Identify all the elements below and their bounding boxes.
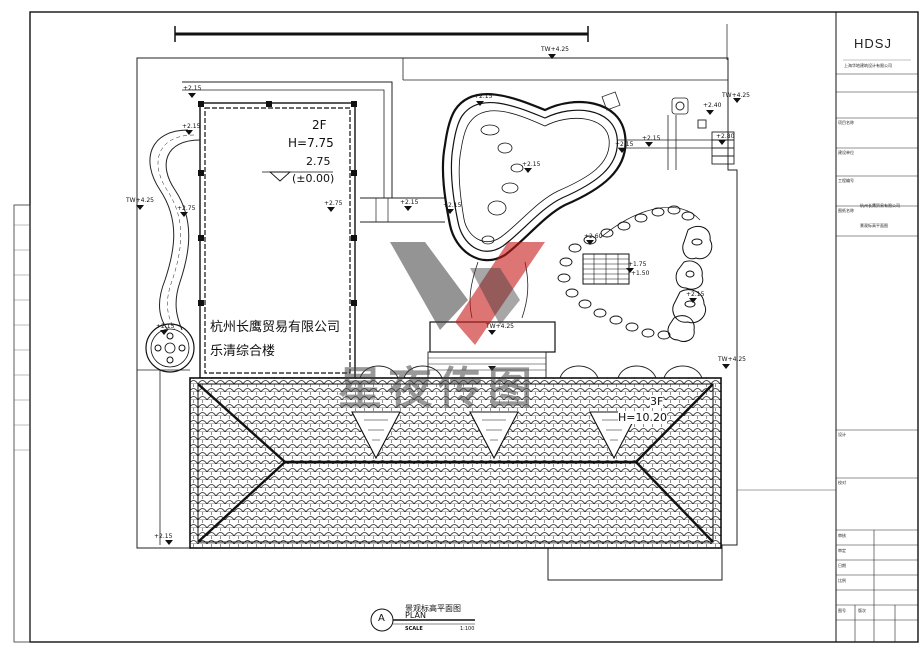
label-2f-height: H=7.75	[288, 136, 334, 150]
spot-level: +2.60	[584, 233, 603, 240]
spot-level: +2.40	[703, 102, 722, 109]
spot-level: TW+4.25	[126, 197, 154, 204]
tb-field: 设计	[838, 432, 846, 437]
roof-ridges	[197, 383, 714, 543]
binding-strip	[13, 204, 31, 643]
tb-field: 校对	[838, 480, 846, 485]
watermark-text: 星夜传图	[338, 363, 538, 414]
title-block-drawing-name: 景观标高平面图	[860, 223, 888, 228]
spot-level: TW+4.25	[718, 356, 746, 363]
spot-level: +1.75	[628, 261, 647, 268]
spot-level: +2.15	[474, 93, 493, 100]
company-name: 上海华地建筑设计有限公司	[844, 63, 892, 68]
spot-level: +1.50	[631, 270, 650, 277]
pond-stepping-stones	[480, 124, 524, 245]
tb-field: 建设单位	[838, 150, 854, 155]
binding-strip-ticks	[14, 224, 30, 451]
label-3f-floor: 3F	[650, 395, 664, 408]
label-3f-height: H=10.20	[618, 411, 667, 424]
spot-level: +2.15	[642, 135, 661, 142]
building-name: 杭州长鹰贸易有限公司	[210, 320, 341, 335]
label-level-value: 2.75	[306, 155, 331, 168]
building-subname: 乐清综合楼	[210, 344, 276, 359]
pond-outline	[441, 93, 627, 262]
company-code: HDSJ	[854, 36, 892, 51]
rockery	[667, 225, 713, 343]
drawing-title-symbol-letter: A	[378, 613, 385, 624]
label-level-zero: (±0.00)	[292, 172, 335, 185]
tb-field: 审定	[838, 548, 846, 553]
watermark-logo	[390, 242, 545, 345]
spot-level: +2.15	[183, 85, 202, 92]
label-2f-floor: 2F	[312, 118, 327, 132]
spot-level: +2.75	[177, 205, 196, 212]
drawing-scale-label: SCALE	[405, 626, 423, 632]
title-block-project-name: 杭州长鹰贸易有限公司	[860, 203, 900, 208]
title-block-grid	[836, 73, 918, 642]
spot-level: +2.15	[154, 533, 173, 540]
spot-level: TW+4.25	[722, 92, 750, 99]
round-fountain	[145, 323, 195, 373]
spot-level: +2.80	[716, 133, 735, 140]
tb-field: 日期	[838, 563, 846, 568]
spot-level: +2.15	[522, 161, 541, 168]
spot-level: +2.15	[156, 323, 175, 330]
tb-field: 比例	[838, 578, 846, 583]
tb-field: 图号	[838, 608, 846, 613]
tb-field: 图纸名称	[838, 208, 854, 213]
tb-field: 版次	[858, 608, 866, 613]
drawing-title-english: PLAN	[405, 611, 426, 620]
tb-field: 工程编号	[838, 178, 854, 183]
spot-level: +2.75	[324, 200, 343, 207]
stepping-stone-ring	[557, 205, 695, 340]
drawing-scale-value: 1:100	[460, 626, 475, 632]
spot-level-markers	[136, 54, 741, 545]
spot-level: +2.15	[400, 199, 419, 206]
spot-level: +2.15	[615, 141, 634, 148]
drawing-title-name: 景观标高平面图	[405, 604, 461, 613]
spot-level: TW+4.25	[486, 323, 514, 330]
front-arches	[359, 365, 703, 379]
spot-level: +2.15	[443, 202, 462, 209]
spot-level: +2.15	[182, 123, 201, 130]
tb-field: 项目名称	[838, 120, 854, 125]
spot-level: +2.15	[686, 291, 705, 298]
spot-level: TW+4.25	[541, 46, 569, 53]
tb-field: 审核	[838, 533, 846, 538]
